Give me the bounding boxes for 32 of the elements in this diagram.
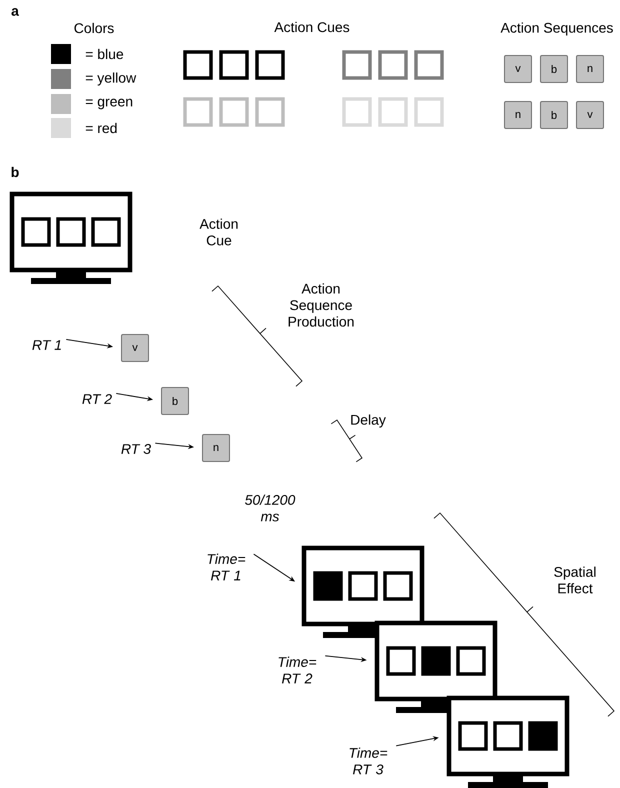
legend-text: = red (86, 122, 117, 134)
reaction-time-label: RT 3 (121, 444, 151, 454)
monitor-drawing (446, 696, 570, 788)
reaction-time-label: RT 1 (32, 340, 61, 350)
caption-text: Action Sequences (500, 22, 613, 36)
legend-text: = blue (86, 48, 124, 60)
panel-letter: a (12, 8, 19, 16)
caption-text: Delay (351, 414, 386, 428)
key-button: v (504, 55, 532, 83)
time-label: Time= RT 1 (208, 554, 246, 580)
caption-text: 50/1200 ms (245, 494, 296, 522)
key-button: n (202, 434, 230, 462)
caption-text: Action Cue (200, 218, 238, 246)
caption-text: Spatial Effect (554, 566, 596, 594)
panel-letter: b (12, 166, 19, 178)
key-button: b (540, 55, 568, 83)
time-label: Time= RT 3 (350, 748, 388, 774)
key-button: v (121, 334, 149, 362)
key-button: n (576, 55, 604, 83)
legend-text: = yellow (86, 72, 136, 86)
caption-text: Action Sequence Production (288, 283, 354, 327)
key-button: b (161, 387, 189, 415)
time-label: Time= RT 2 (278, 656, 316, 684)
key-button: b (540, 101, 568, 129)
caption-text: Action Cues (274, 22, 350, 32)
caption-text: Colors (74, 22, 114, 34)
reaction-time-label: RT 2 (82, 394, 112, 404)
key-button: n (504, 101, 532, 129)
monitor-drawing (374, 620, 498, 713)
legend-text: = green (86, 98, 132, 110)
monitor-drawing (302, 546, 424, 638)
key-button: v (576, 101, 604, 129)
